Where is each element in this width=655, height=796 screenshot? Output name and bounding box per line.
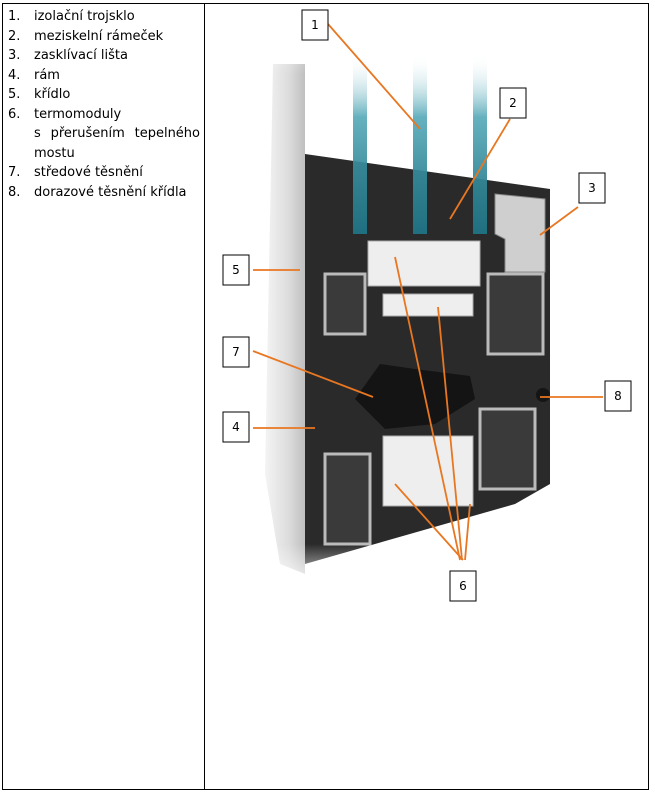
profile-drawing bbox=[260, 4, 560, 594]
legend-item: 7. středové těsnění bbox=[8, 163, 200, 183]
legend-text: středové těsnění bbox=[34, 165, 143, 180]
legend-item: 3. zasklívací lišta bbox=[8, 46, 200, 66]
legend-text: izolační trojsklo bbox=[34, 9, 135, 24]
legend-item: 8. dorazové těsnění křídla bbox=[8, 183, 200, 203]
callout-label-4: 4 bbox=[232, 420, 240, 434]
thermal-module bbox=[367, 240, 481, 287]
legend-number: 4. bbox=[8, 67, 21, 83]
legend-item: 5. křídlo bbox=[8, 85, 200, 105]
leader-line-3 bbox=[539, 206, 579, 236]
leader-line-1 bbox=[327, 23, 421, 130]
callout-4: 4 bbox=[222, 411, 250, 443]
callout-8: 8 bbox=[604, 380, 632, 412]
frame-chamber bbox=[478, 407, 537, 491]
window-profile-diagram: 1 2 3 5 7 8 4 6 bbox=[222, 4, 632, 602]
callout-label-7: 7 bbox=[232, 345, 240, 359]
callout-label-1: 1 bbox=[311, 18, 319, 32]
legend-number: 5. bbox=[8, 87, 21, 102]
sash-stop-gasket bbox=[536, 388, 550, 402]
glass-pane bbox=[353, 54, 367, 234]
legend-text: rám bbox=[34, 67, 60, 83]
callout-label-5: 5 bbox=[232, 263, 240, 277]
legend-text: s přerušením tepelného bbox=[34, 126, 200, 141]
glass-pane bbox=[413, 54, 427, 234]
callout-3: 3 bbox=[578, 172, 606, 204]
column-divider bbox=[204, 3, 205, 790]
frame-chamber bbox=[323, 452, 372, 546]
legend-text: zasklívací lišta bbox=[34, 48, 128, 63]
legend-text: mostu bbox=[34, 145, 75, 161]
sash-chamber bbox=[486, 272, 545, 356]
callout-7: 7 bbox=[222, 336, 250, 368]
leader-line-6b bbox=[437, 306, 463, 561]
leader-line-6c bbox=[464, 503, 471, 561]
thermal-module bbox=[382, 293, 474, 317]
callout-label-2: 2 bbox=[509, 96, 517, 110]
legend-item: 1. izolační trojsklo bbox=[8, 7, 200, 27]
legend-list: 1. izolační trojsklo 2. meziskelní rámeček… bbox=[8, 7, 200, 202]
callout-6: 6 bbox=[449, 570, 477, 602]
legend-text: křídlo bbox=[34, 87, 71, 102]
leader-line-6 bbox=[252, 350, 374, 398]
legend-text: dorazové těsnění křídla bbox=[34, 184, 187, 200]
legend-item: 6. termomoduly s přerušením tepelného mo… bbox=[8, 105, 200, 164]
bottom-fade bbox=[260, 544, 560, 594]
thermal-module bbox=[382, 435, 474, 507]
leader-line-6a bbox=[394, 256, 461, 561]
legend-number: 8. bbox=[8, 184, 21, 200]
callout-label-8: 8 bbox=[614, 389, 622, 403]
legend-text-multiline: termomoduly s přerušením tepelného mostu bbox=[34, 105, 200, 164]
leader-lines bbox=[252, 23, 603, 561]
callout-5: 5 bbox=[222, 254, 250, 286]
glazing-bead bbox=[494, 193, 546, 273]
legend-text: termomoduly bbox=[34, 106, 122, 122]
callout-label-6: 6 bbox=[459, 579, 467, 593]
sash-chamber bbox=[323, 272, 367, 336]
callout-1: 1 bbox=[301, 9, 329, 41]
legend-item: 4. rám bbox=[8, 66, 200, 86]
legend-number: 3. bbox=[8, 48, 21, 63]
legend-text: meziskelní rámeček bbox=[34, 28, 164, 44]
legend-number: 6. bbox=[8, 106, 21, 122]
legend-number: 1. bbox=[8, 9, 21, 24]
legend-number: 7. bbox=[8, 165, 21, 180]
glass-pane bbox=[473, 54, 487, 234]
callout-2: 2 bbox=[499, 87, 527, 119]
callout-label-3: 3 bbox=[588, 181, 596, 195]
leader-line-2 bbox=[449, 118, 511, 220]
legend-number: 2. bbox=[8, 28, 21, 44]
legend-item: 2. meziskelní rámeček bbox=[8, 27, 200, 47]
frame-outer-face bbox=[265, 64, 305, 574]
table-frame bbox=[2, 3, 649, 790]
leader-line-6d bbox=[394, 483, 464, 561]
